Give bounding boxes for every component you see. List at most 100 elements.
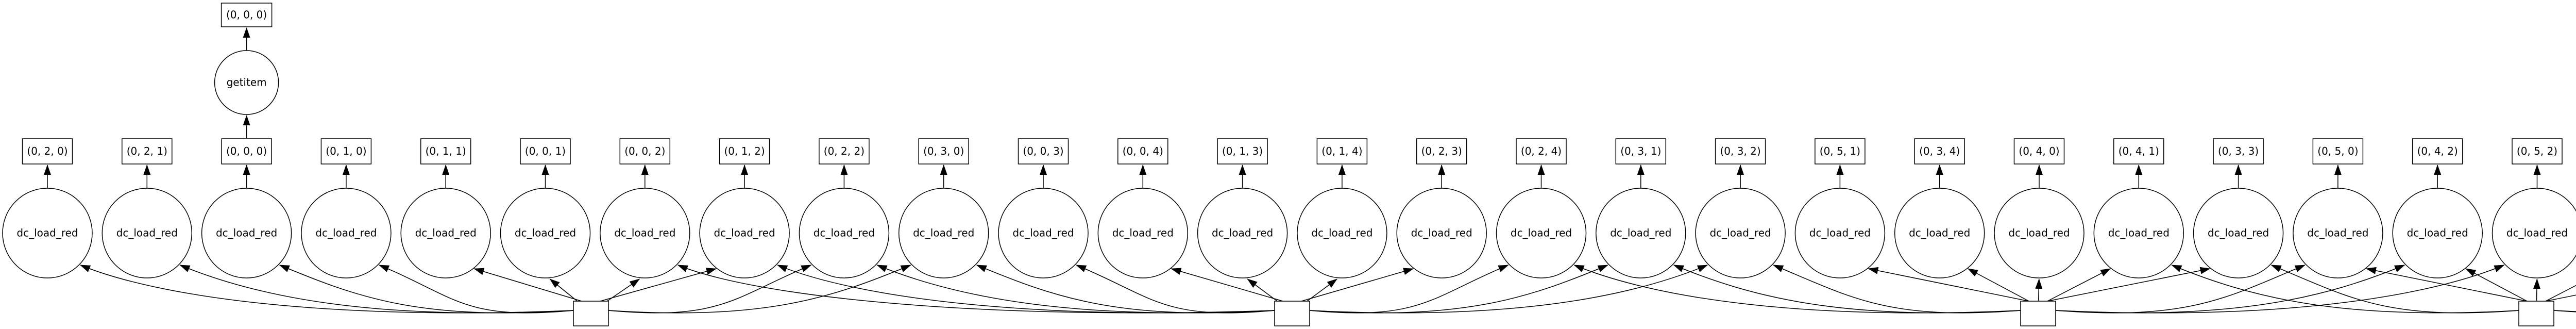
- data-square: [1274, 301, 1310, 326]
- result-box-label: (0, 3, 0): [923, 145, 964, 157]
- task-node-label: dc_load_red: [2506, 227, 2568, 239]
- task-node-label: dc_load_red: [1809, 227, 1871, 239]
- result-box-label: (0, 3, 3): [2218, 145, 2259, 157]
- task-node-label: dc_load_red: [714, 227, 775, 239]
- edge-data-to-task: [608, 265, 812, 314]
- edge-data-to-task: [1076, 265, 1275, 314]
- task-node-label: dc_load_red: [515, 227, 576, 239]
- result-box-label: (0, 2, 2): [824, 145, 865, 157]
- result-box: [520, 138, 571, 164]
- edge-data-to-task: [1247, 278, 1278, 302]
- task-node-label: dc_load_red: [315, 227, 377, 239]
- result-box: [1516, 138, 1567, 164]
- result-box: [619, 138, 671, 164]
- edge-data-to-task: [2270, 265, 2519, 314]
- task-node-label: dc_load_red: [415, 227, 477, 239]
- output-box: [221, 3, 273, 27]
- result-box: [22, 138, 73, 164]
- task-node-label: dc_load_red: [1212, 227, 1273, 239]
- result-box: [420, 138, 471, 164]
- result-box: [1815, 138, 1866, 164]
- result-box-label: (0, 3, 4): [1919, 145, 1960, 157]
- task-node-label: dc_load_red: [2108, 227, 2170, 239]
- result-box-label: (0, 2, 3): [1421, 145, 1462, 157]
- task-node-label: dc_load_red: [1610, 227, 1671, 239]
- result-box-label: (0, 4, 1): [2119, 145, 2159, 157]
- result-box: [1715, 138, 1766, 164]
- edge-data-to-task: [2047, 267, 2211, 302]
- result-box-label: (0, 5, 0): [2317, 145, 2358, 157]
- task-node-label: dc_load_red: [1511, 227, 1572, 239]
- edge-data-to-task: [549, 278, 578, 302]
- result-box: [221, 138, 272, 164]
- edge-data-to-task: [2545, 285, 2576, 302]
- edge-data-to-task: [1967, 268, 2029, 302]
- edge-data-to-task: [2047, 268, 2111, 302]
- task-node-label: dc_load_red: [1909, 227, 1970, 239]
- result-box: [2113, 138, 2164, 164]
- result-box: [1914, 138, 1965, 164]
- task-node-label: dc_load_red: [16, 227, 78, 239]
- result-box: [2013, 138, 2065, 164]
- result-box-label: (0, 3, 1): [1620, 145, 1661, 157]
- edge-data-to-task: [2533, 278, 2540, 302]
- task-node-label: dc_load_red: [1411, 227, 1472, 239]
- result-box: [2512, 138, 2563, 164]
- data-square: [573, 301, 609, 326]
- result-box-label: (0, 0, 4): [1123, 145, 1163, 157]
- result-box-label: (0, 5, 1): [1820, 145, 1860, 157]
- result-box-label: (0, 0, 0): [226, 145, 267, 157]
- result-box: [1117, 138, 1168, 164]
- result-box-label: (0, 1, 1): [426, 145, 466, 157]
- task-node-label: dc_load_red: [1012, 227, 1074, 239]
- data-square: [2020, 301, 2056, 326]
- task-node-label: dc_load_red: [1709, 227, 1771, 239]
- task-node-label: dc_load_red: [614, 227, 675, 239]
- result-box-label: (0, 2, 0): [27, 145, 67, 157]
- result-box-label: (0, 0, 1): [525, 145, 566, 157]
- task-node-label: dc_load_red: [2407, 227, 2468, 239]
- task-node-label: dc_load_red: [1311, 227, 1372, 239]
- edge-data-to-task: [1301, 268, 1414, 302]
- edge-data-to-task: [1868, 267, 2029, 302]
- result-box-label: (0, 0, 2): [624, 145, 665, 157]
- result-box-label: (0, 2, 4): [1521, 145, 1562, 157]
- edge-data-to-task: [2365, 267, 2528, 302]
- result-box: [918, 138, 969, 164]
- edge-data-to-task: [1307, 278, 1338, 302]
- data-square: [2518, 301, 2554, 326]
- task-node-label: dc_load_red: [116, 227, 178, 239]
- edge-data-to-task: [1309, 265, 1708, 314]
- edge-data-to-task: [2055, 265, 2306, 314]
- result-box: [122, 138, 173, 164]
- result-box-label: (0, 1, 4): [1321, 145, 1362, 157]
- edge-data-to-task: [600, 268, 717, 302]
- result-box: [2312, 138, 2364, 164]
- task-node-label: dc_load_red: [2008, 227, 2070, 239]
- getitem-label: getitem: [227, 76, 267, 89]
- result-box-label: (0, 1, 0): [326, 145, 366, 157]
- result-box: [2213, 138, 2264, 164]
- task-node-label: dc_load_red: [814, 227, 875, 239]
- edge-data-to-task: [1773, 265, 2021, 314]
- edge-data-to-task: [608, 265, 911, 314]
- result-box-label: (0, 1, 3): [1222, 145, 1263, 157]
- result-box: [1615, 138, 1667, 164]
- edge-data-to-task: [473, 268, 582, 302]
- result-box: [320, 138, 372, 164]
- result-box: [819, 138, 870, 164]
- edge-data-to-task: [1171, 268, 1283, 302]
- result-box-label: (0, 5, 2): [2517, 145, 2557, 157]
- task-node-label: dc_load_red: [1112, 227, 1174, 239]
- task-node-label: dc_load_red: [913, 227, 974, 239]
- edge-data-to-task: [2545, 294, 2576, 302]
- result-box: [1316, 138, 1368, 164]
- output-box-label: (0, 0, 0): [226, 9, 267, 21]
- edge-data-to-task: [677, 265, 1275, 314]
- result-box-label: (0, 4, 2): [2417, 145, 2458, 157]
- result-box: [1018, 138, 1069, 164]
- task-node-label: dc_load_red: [2208, 227, 2269, 239]
- edge-data-to-task: [378, 265, 574, 314]
